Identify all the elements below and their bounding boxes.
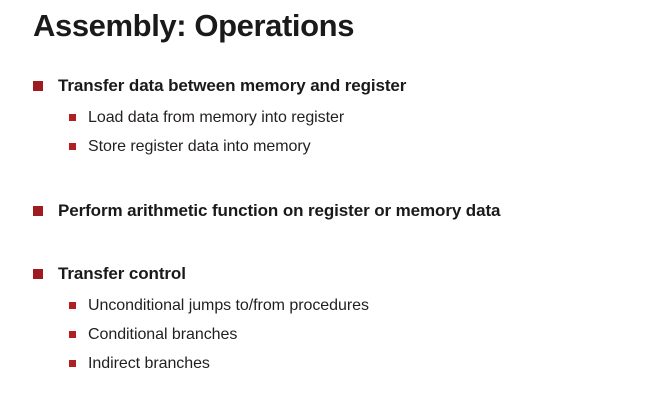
bullet-group: Transfer data between memory and registe… [0, 74, 661, 161]
level1-bullet-label: Perform arithmetic function on register … [58, 201, 501, 220]
small-square-bullet-icon [69, 143, 76, 150]
small-square-bullet-icon [69, 302, 76, 309]
bullet-group: Transfer control Unconditional jumps to/… [0, 262, 661, 378]
level2-bullet-item: Load data from memory into register [0, 103, 661, 132]
level1-bullet-item: Transfer control [0, 262, 661, 287]
level2-bullet-label: Indirect branches [88, 355, 210, 372]
square-bullet-icon [33, 269, 43, 279]
slide-body-content: Transfer data between memory and registe… [0, 74, 661, 378]
small-square-bullet-icon [69, 331, 76, 338]
level2-bullet-label: Load data from memory into register [88, 109, 345, 126]
bullet-group: Perform arithmetic function on register … [0, 199, 661, 224]
small-square-bullet-icon [69, 114, 76, 121]
level2-bullet-label: Store register data into memory [88, 138, 311, 155]
small-square-bullet-icon [69, 360, 76, 367]
level2-bullet-item: Indirect branches [0, 349, 661, 378]
level2-bullet-item: Conditional branches [0, 320, 661, 349]
level1-bullet-item: Perform arithmetic function on register … [0, 199, 661, 224]
level1-bullet-label: Transfer control [58, 264, 186, 283]
level2-bullet-item: Unconditional jumps to/from procedures [0, 291, 661, 320]
level2-bullet-label: Unconditional jumps to/from procedures [88, 297, 369, 314]
slide-title: Assembly: Operations [33, 8, 355, 43]
level1-bullet-label: Transfer data between memory and registe… [58, 76, 407, 95]
level2-bullet-label: Conditional branches [88, 326, 238, 343]
level2-bullet-item: Store register data into memory [0, 132, 661, 161]
square-bullet-icon [33, 81, 43, 91]
square-bullet-icon [33, 206, 43, 216]
level1-bullet-item: Transfer data between memory and registe… [0, 74, 661, 99]
